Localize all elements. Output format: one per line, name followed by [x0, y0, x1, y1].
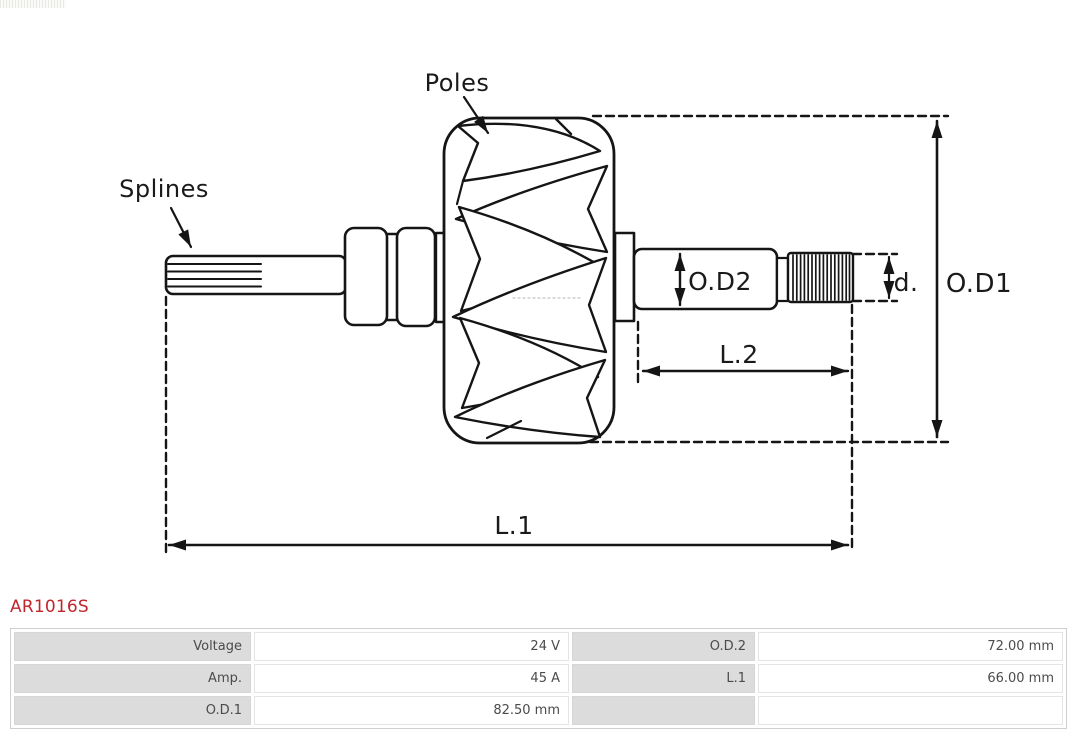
poles-arrow — [462, 95, 490, 135]
spec-value-od1: 82.50 mm — [254, 696, 569, 725]
spec-label-od1: O.D.1 — [14, 696, 251, 725]
splines-arrow — [169, 206, 193, 249]
spec-row-2: Amp. 45 A L.1 66.00 mm — [14, 664, 1063, 693]
pole-tip-partial-top — [554, 117, 573, 136]
d-label: d. — [894, 268, 919, 297]
pole-edge-connector — [455, 179, 465, 206]
bearing-collar-1 — [343, 226, 389, 327]
partial-logo — [0, 0, 66, 8]
spec-table: Voltage 24 V O.D.2 72.00 mm Amp. 45 A L.… — [10, 628, 1067, 729]
spec-value-voltage: 24 V — [254, 632, 569, 661]
shaft-neck — [775, 256, 790, 303]
rotor-diagram: Poles Splines O.D2 d. O.D1 L.2 L.1 — [119, 69, 1012, 554]
projection-lines — [164, 114, 950, 554]
pole-tip-partial-bottom — [485, 419, 523, 440]
spec-row-1: Voltage 24 V O.D.2 72.00 mm — [14, 632, 1063, 661]
part-number: AR1016S — [10, 597, 89, 617]
threaded-end — [786, 251, 855, 304]
spec-value-od2: 72.00 mm — [758, 632, 1063, 661]
spline-ridges — [167, 263, 262, 288]
spec-label-l1: L.1 — [572, 664, 755, 693]
dimension-labels: Poles Splines O.D2 d. O.D1 L.2 L.1 — [119, 69, 1012, 540]
slip-ring-collar — [613, 231, 636, 323]
claw-poles — [451, 117, 609, 440]
dimension-arrows — [167, 95, 943, 551]
spec-value-l1: 66.00 mm — [758, 664, 1063, 693]
spec-value-empty — [758, 696, 1063, 725]
splined-shaft — [164, 254, 348, 296]
poles-label: Poles — [425, 69, 490, 97]
claw-left-3 — [453, 358, 607, 439]
bearing-collar-2 — [395, 226, 437, 328]
spec-label-empty — [572, 696, 755, 725]
claw-left-2 — [451, 256, 608, 354]
spec-label-amp: Amp. — [14, 664, 251, 693]
spec-label-od2: O.D.2 — [572, 632, 755, 661]
splines-label: Splines — [119, 175, 209, 203]
claw-left-1 — [454, 164, 609, 254]
spec-value-amp: 45 A — [254, 664, 569, 693]
l1-label: L.1 — [494, 511, 533, 540]
od2-label: O.D2 — [688, 267, 752, 296]
od1-label: O.D1 — [946, 269, 1012, 299]
thread-hatching — [792, 254, 851, 301]
claw-right-1 — [456, 122, 602, 183]
l2-label: L.2 — [719, 340, 758, 369]
spec-row-3: O.D.1 82.50 mm — [14, 696, 1063, 725]
spec-label-voltage: Voltage — [14, 632, 251, 661]
